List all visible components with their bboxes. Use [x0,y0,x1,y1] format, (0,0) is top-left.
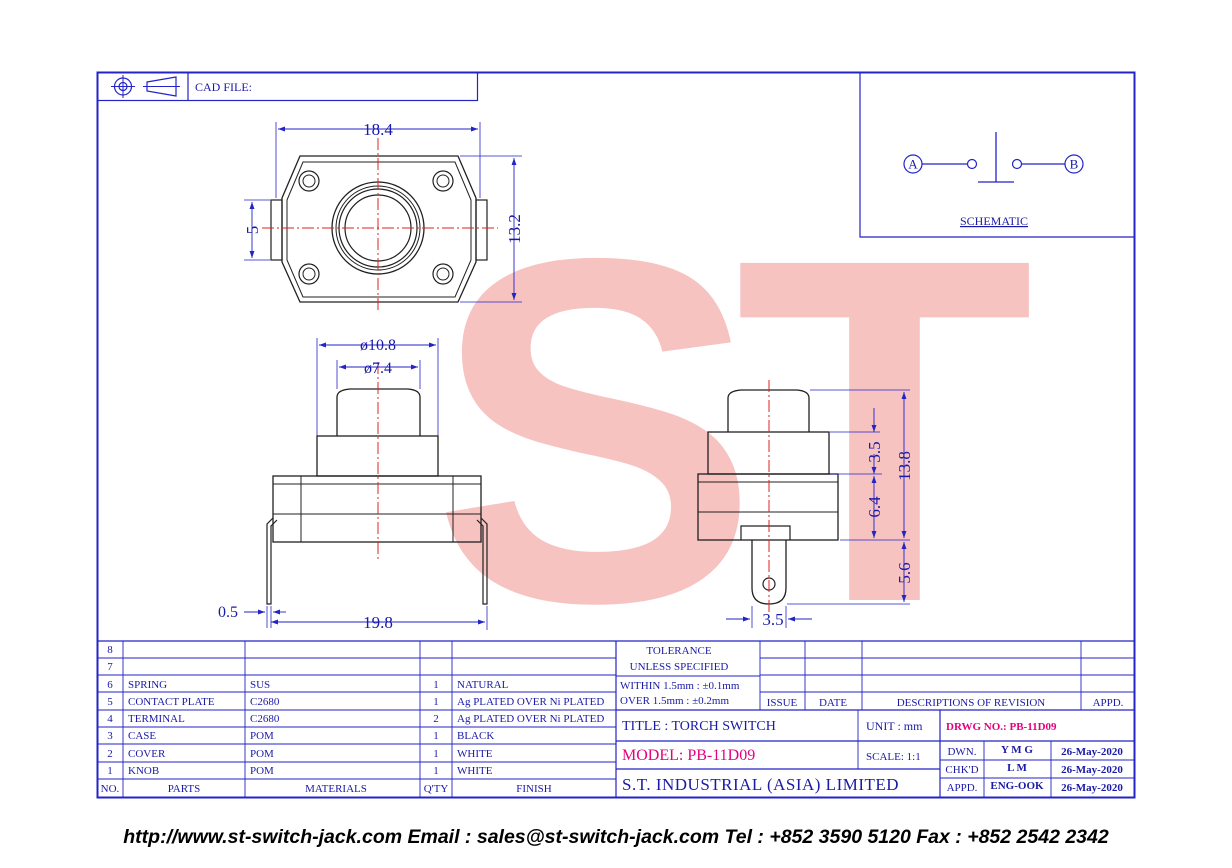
svg-text:COVER: COVER [128,748,166,760]
svg-text:SUS: SUS [250,679,270,691]
first-angle-projection-icon [111,75,180,98]
svg-text:3.5: 3.5 [762,610,783,629]
svg-text:DESCRIPTIONS OF REVISION: DESCRIPTIONS OF REVISION [897,697,1046,709]
svg-text:NATURAL: NATURAL [457,679,509,691]
col-materials: MATERIALS [305,783,367,795]
svg-text:1: 1 [433,696,439,708]
svg-text:TERMINAL: TERMINAL [128,713,185,725]
svg-text:19.8: 19.8 [363,613,393,632]
svg-text:ENG-OOK: ENG-OOK [990,780,1044,792]
svg-text:POM: POM [250,730,274,742]
svg-text:Ag PLATED OVER Ni PLATED: Ag PLATED OVER Ni PLATED [457,696,604,708]
svg-text:6.4: 6.4 [865,496,884,518]
schematic-label: SCHEMATIC [960,214,1028,228]
model-number: MODEL: PB-11D09 [622,747,755,764]
st-watermark: ST [432,156,1057,704]
dimensions: 18.4 13.2 5 ø10.8 ø7.4 0.5 19.8 3.5 [218,120,914,632]
svg-text:SCALE: 1:1: SCALE: 1:1 [866,751,921,763]
svg-text:6: 6 [107,679,113,691]
cad-file-label: CAD FILE: [195,80,252,94]
svg-text:ST: ST [432,156,1033,704]
col-parts: PARTS [168,783,201,795]
svg-text:2: 2 [107,748,113,760]
svg-text:L M: L M [1007,762,1027,774]
schematic-box: A B SCHEMATIC [859,72,1135,238]
svg-text:13.2: 13.2 [505,214,524,244]
svg-text:A: A [908,157,918,172]
col-no: NO. [101,783,120,795]
svg-text:WITHIN 1.5mm : ±0.1mm: WITHIN 1.5mm : ±0.1mm [620,680,740,692]
svg-text:WHITE: WHITE [457,748,493,760]
svg-text:1: 1 [433,679,439,691]
svg-text:7: 7 [107,661,113,673]
svg-text:1: 1 [433,730,439,742]
contact-footer: http://www.st-switch-jack.com Email : sa… [123,826,1109,848]
title-block: TITLE : TORCH SWITCH UNIT : mm DRWG NO.:… [616,710,1135,797]
svg-text:1: 1 [433,765,439,777]
side-view [697,380,839,612]
svg-text:3.5: 3.5 [865,441,884,462]
svg-text:3: 3 [107,730,113,742]
svg-text:C2680: C2680 [250,696,280,708]
svg-text:Ag PLATED OVER Ni PLATED: Ag PLATED OVER Ni PLATED [457,713,604,725]
parts-list: 8 7 6 SPRING SUS 1 NATURAL 5 CONTACT PLA… [97,640,1135,797]
front-view [266,362,488,605]
svg-text:CHK'D: CHK'D [945,764,978,776]
col-qty: Q'TY [424,783,449,795]
svg-text:B: B [1070,157,1079,172]
svg-text:BLACK: BLACK [457,730,494,742]
svg-text:26-May-2020: 26-May-2020 [1061,764,1123,776]
svg-text:POM: POM [250,765,274,777]
svg-text:OVER 1.5mm : ±0.2mm: OVER 1.5mm : ±0.2mm [620,695,729,707]
svg-text:26-May-2020: 26-May-2020 [1061,746,1123,758]
svg-text:ø10.8: ø10.8 [360,337,396,354]
svg-text:APPD.: APPD. [947,782,978,794]
svg-text:18.4: 18.4 [363,120,393,139]
svg-text:4: 4 [107,713,113,725]
svg-text:1: 1 [107,765,113,777]
drawing-title: TITLE : TORCH SWITCH [622,719,776,734]
svg-text:SPRING: SPRING [128,679,167,691]
svg-text:2: 2 [433,713,439,725]
svg-text:CASE: CASE [128,730,156,742]
svg-text:DATE: DATE [819,697,847,709]
drawing-number: DRWG NO.: PB-11D09 [946,721,1057,733]
svg-text:KNOB: KNOB [128,765,159,777]
svg-text:1: 1 [433,748,439,760]
svg-text:WHITE: WHITE [457,765,493,777]
svg-text:CONTACT PLATE: CONTACT PLATE [128,696,215,708]
svg-text:ø7.4: ø7.4 [364,360,392,377]
company-name: S.T. INDUSTRIAL (ASIA) LIMITED [622,775,899,794]
tolerance-revision: TOLERANCE UNLESS SPECIFIED WITHIN 1.5mm … [616,641,1135,711]
svg-text:5.6: 5.6 [895,562,914,583]
svg-text:5: 5 [243,226,262,235]
svg-text:APPD.: APPD. [1093,697,1124,709]
svg-text:Y M G: Y M G [1001,744,1033,756]
svg-text:UNIT : mm: UNIT : mm [866,719,923,733]
svg-text:5: 5 [107,696,113,708]
svg-text:C2680: C2680 [250,713,280,725]
top-view [262,138,498,312]
svg-text:UNLESS SPECIFIED: UNLESS SPECIFIED [630,661,729,673]
svg-text:0.5: 0.5 [218,604,238,621]
cad-header: CAD FILE: [96,71,479,102]
svg-text:8: 8 [107,644,113,656]
svg-text:ISSUE: ISSUE [767,697,798,709]
svg-text:13.8: 13.8 [895,451,914,481]
col-finish: FINISH [516,783,552,795]
svg-text:POM: POM [250,748,274,760]
svg-text:DWN.: DWN. [947,746,976,758]
svg-text:26-May-2020: 26-May-2020 [1061,782,1123,794]
drawing-frame [96,71,1136,799]
svg-text:TOLERANCE: TOLERANCE [646,645,711,657]
